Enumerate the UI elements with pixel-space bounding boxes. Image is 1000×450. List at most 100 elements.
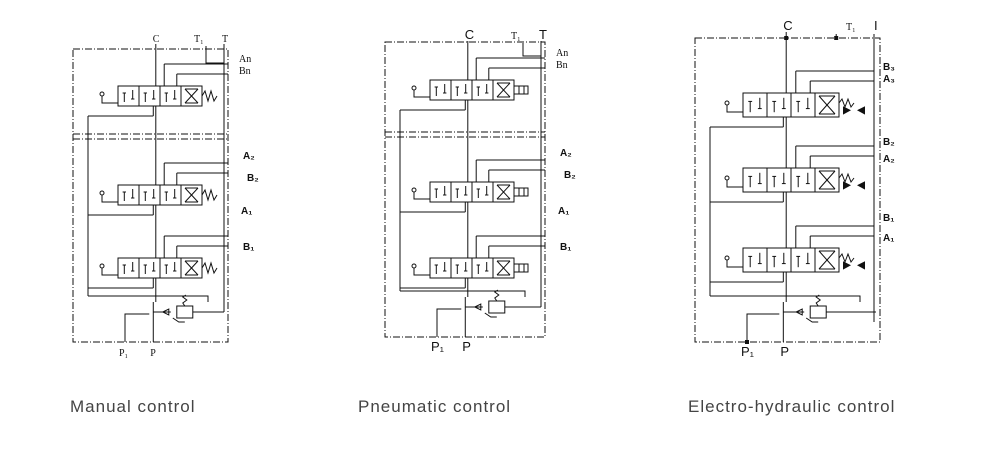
- cross-flow-path: [496, 260, 511, 276]
- valve-position-box: [471, 257, 494, 279]
- valve-position-box: [790, 167, 816, 193]
- valve-housing-boundary: [72, 48, 229, 343]
- valve-position-box: [429, 79, 452, 101]
- lever-handle-icon: [411, 263, 417, 269]
- return-spring-icon: [201, 89, 218, 103]
- port-label-c: C: [153, 34, 160, 45]
- bypass-line: [88, 295, 209, 302]
- cross-flow-path: [818, 95, 836, 115]
- return-spring-icon: [201, 188, 218, 202]
- port-label-an: An: [239, 54, 251, 65]
- pneumatic-actuator-icon: [513, 85, 529, 95]
- cross-flow-path: [818, 250, 836, 270]
- valve-position-box: [138, 184, 161, 206]
- directional-valve: [411, 79, 529, 101]
- return-spring-icon: [201, 261, 218, 275]
- port-label-t: T: [539, 27, 547, 42]
- port-label-an: An: [556, 48, 568, 59]
- lever-linkage: [101, 268, 118, 276]
- valve-position-box: [159, 85, 182, 107]
- valve-position-box: [450, 257, 473, 279]
- port-label-b2: B₂: [883, 137, 895, 148]
- port-label-t: I: [874, 18, 878, 33]
- port-label-b1: B₁: [243, 242, 254, 253]
- valve-position-box: [742, 92, 768, 118]
- port-label-p: P: [462, 339, 471, 354]
- port-label-a1: A₁: [241, 206, 252, 217]
- lever-handle-icon: [724, 175, 730, 181]
- port-label-b1: B₁: [883, 213, 894, 224]
- directional-valve: [724, 167, 865, 193]
- port-t1-line: [205, 46, 224, 64]
- solenoid-right-triangle-icon: [857, 261, 865, 270]
- return-spring-icon: [838, 172, 855, 184]
- port-label-t: T: [222, 34, 228, 45]
- drain-line: [172, 317, 185, 323]
- port-t1-line: [522, 43, 541, 57]
- valve-position-box: [138, 257, 161, 279]
- lever-linkage: [413, 268, 430, 276]
- lever-linkage: [726, 105, 743, 113]
- drain-line: [484, 312, 497, 318]
- valve-position-box: [450, 181, 473, 203]
- valve-housing-boundary: [694, 37, 881, 343]
- port-label-b2: B₂: [247, 173, 259, 184]
- lever-handle-icon: [411, 187, 417, 193]
- port-label-a1: A₁: [558, 206, 569, 217]
- drain-line: [805, 317, 819, 323]
- relief-valve-body: [176, 305, 194, 319]
- port-p1-line: [124, 313, 150, 342]
- valve-position-box: [429, 181, 452, 203]
- relief-spring: [493, 289, 500, 302]
- lever-linkage: [726, 260, 743, 268]
- check-arrow-icon: [473, 303, 482, 311]
- relief-valve-icon: [161, 294, 194, 323]
- check-arrow-icon: [795, 308, 803, 316]
- valve-position-box: [471, 181, 494, 203]
- cross-flow-path: [184, 260, 199, 276]
- pneumatic-control-caption: Pneumatic control: [358, 397, 512, 416]
- return-spring-icon: [838, 252, 855, 264]
- lever-handle-icon: [411, 85, 417, 91]
- lever-linkage: [726, 180, 743, 188]
- cross-flow-path: [184, 187, 199, 203]
- relief-spring: [181, 294, 188, 307]
- lever-linkage: [101, 195, 118, 203]
- directional-valve: [724, 92, 865, 118]
- port-c-marker: [784, 36, 789, 40]
- relief-valve-icon: [473, 289, 506, 318]
- pneumatic-actuator-icon: [513, 263, 529, 273]
- valve-position-box: [159, 257, 182, 279]
- port-label-b2: B₂: [564, 170, 576, 181]
- port-label-p1: P₁: [119, 348, 128, 359]
- directional-valve: [411, 257, 529, 279]
- lever-handle-icon: [724, 100, 730, 106]
- bypass-line: [400, 290, 526, 297]
- valve-position-box: [429, 257, 452, 279]
- valve-position-box: [742, 247, 768, 273]
- valve-position-box: [766, 92, 792, 118]
- port-p1-line: [746, 313, 780, 342]
- port-t1-marker: [834, 36, 839, 40]
- relief-valve-body: [488, 300, 506, 314]
- port-label-t1: T₁: [511, 31, 521, 42]
- valve-position-box: [138, 85, 161, 107]
- port-label-bn: Bn: [556, 60, 568, 71]
- valve-position-box: [790, 247, 816, 273]
- manual-control-caption: Manual control: [70, 397, 196, 416]
- solenoid-left-triangle-icon: [843, 106, 851, 115]
- valve-position-box: [766, 247, 792, 273]
- valve-position-box: [117, 184, 140, 206]
- valve-position-box: [766, 167, 792, 193]
- lever-handle-icon: [99, 190, 105, 196]
- relief-valve-body: [809, 305, 827, 319]
- solenoid-right-triangle-icon: [857, 181, 865, 190]
- check-arrow-icon: [161, 308, 170, 316]
- relief-spring: [815, 294, 822, 307]
- cross-flow-path: [496, 82, 511, 98]
- port-label-a2: A₂: [883, 154, 895, 165]
